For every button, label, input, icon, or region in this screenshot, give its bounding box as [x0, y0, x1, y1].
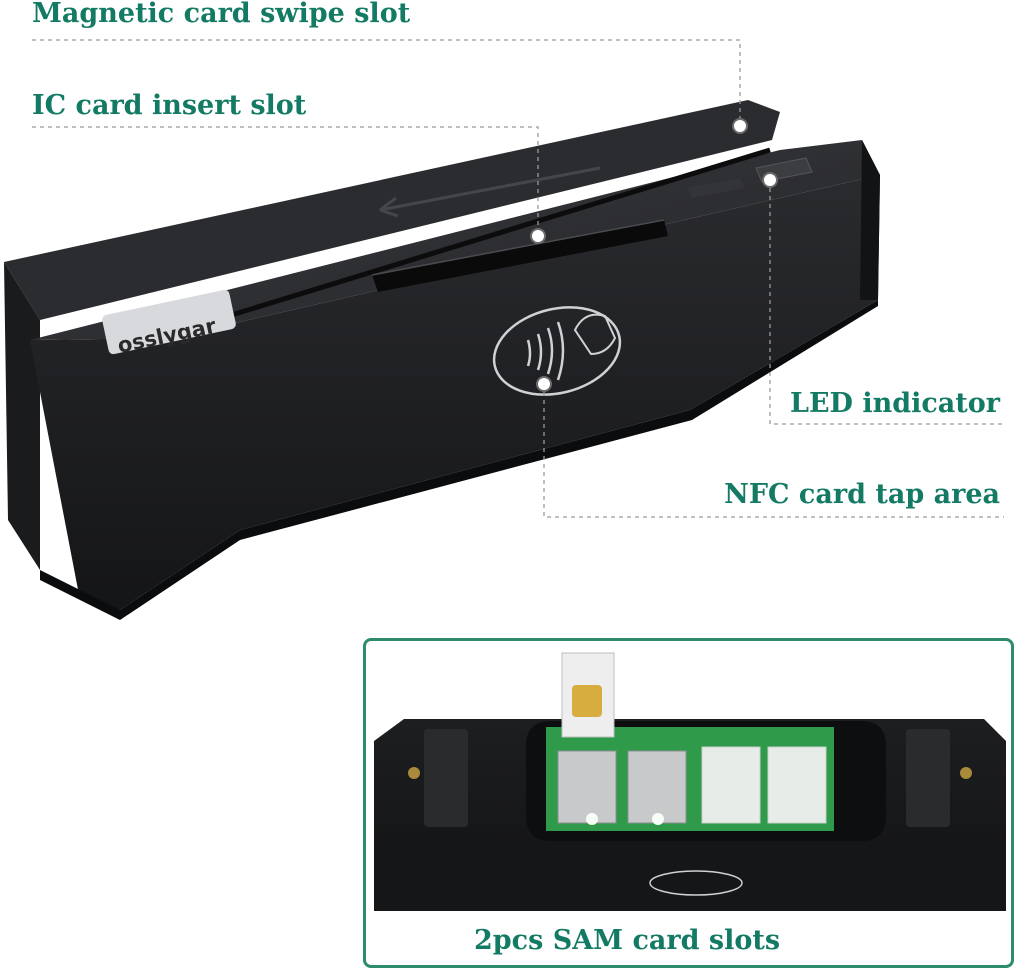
led-indicator-label: LED indicator [789, 388, 1000, 419]
leader-dots [530, 118, 778, 392]
ic-card-slot-label: IC card insert slot [32, 90, 307, 121]
sam-slots-inset [363, 638, 1014, 968]
sam-slots-illustration [374, 652, 1006, 911]
leader-lines [32, 39, 1004, 924]
sam-slots-label: 2pcs SAM card slots [474, 925, 781, 956]
card-reader-device: osslygar [4, 100, 880, 620]
magnetic-swipe-slot-label: Magnetic card swipe slot [32, 0, 411, 29]
nfc-tap-area-label: NFC card tap area [724, 479, 1000, 510]
